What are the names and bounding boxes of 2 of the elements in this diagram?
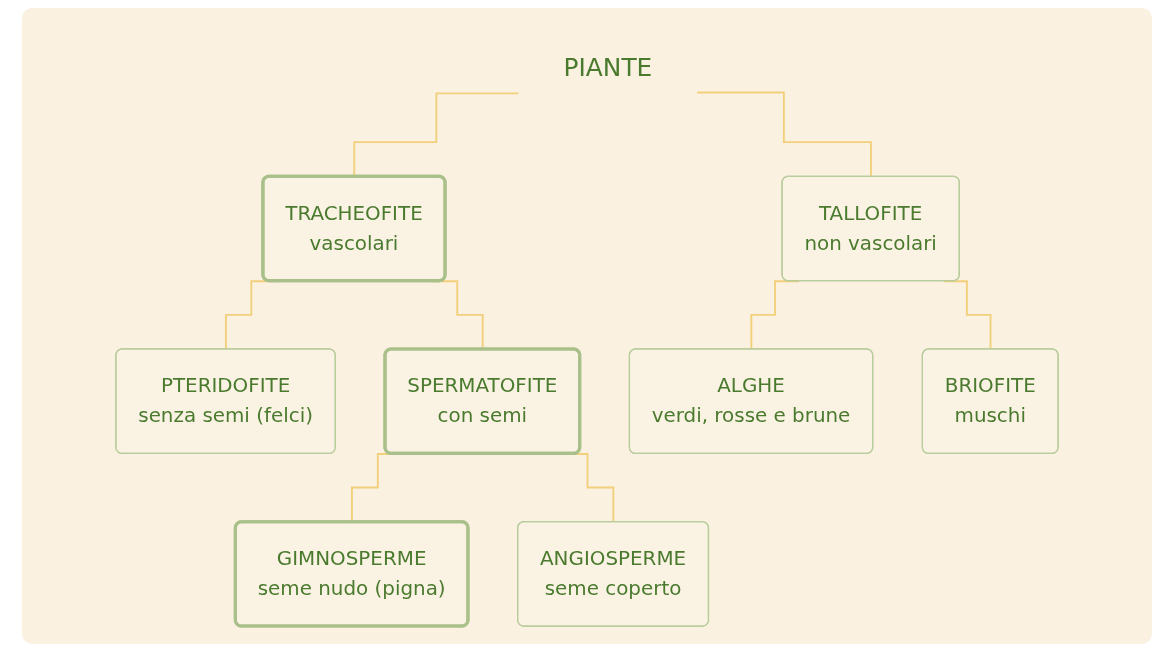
node-text: PIANTE bbox=[563, 52, 653, 82]
connector bbox=[696, 91, 873, 178]
